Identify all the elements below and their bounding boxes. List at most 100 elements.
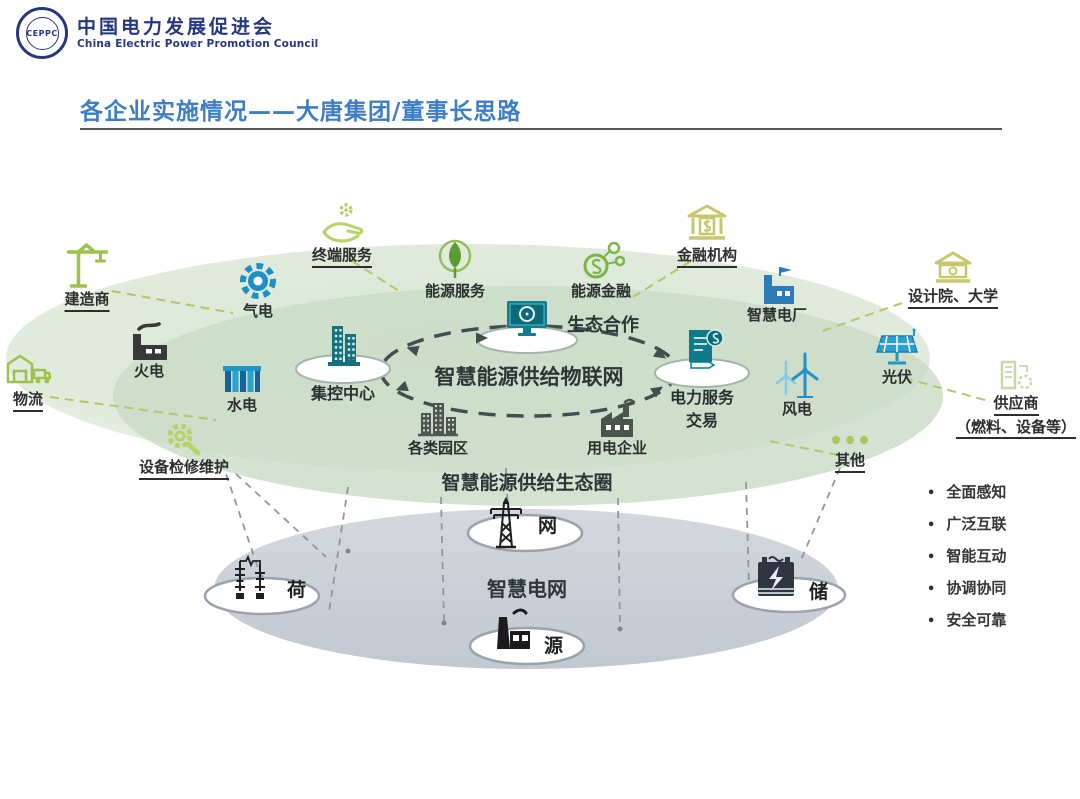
node-logistics: 物流: [5, 346, 51, 412]
node-label: 各类园区: [407, 439, 469, 457]
node-maintenance: 设备检修维护: [138, 422, 230, 480]
node-parks: 各类园区: [408, 399, 468, 459]
node-design-university: 设计院、大学: [907, 251, 999, 309]
node-thermal-power: 火电: [127, 322, 171, 382]
campus-icon: [417, 403, 458, 437]
node-sublabel: （燃料、设备等）: [955, 418, 1077, 439]
node-others: 其他: [830, 434, 870, 473]
feature-item: 全面感知: [927, 477, 1006, 509]
org-name-block: 中国电力发展促进会 China Electric Power Promotion…: [77, 16, 318, 51]
header-logo: CEPPC 中国电力发展促进会 China Electric Power Pro…: [16, 7, 318, 59]
node-label: 能源服务: [424, 282, 486, 300]
node-power-consumers: 用电企业: [587, 397, 647, 459]
bank-icon: [687, 204, 727, 240]
partner-links: [49, 260, 986, 456]
feature-list: 全面感知 广泛互联 智能互动 协调协同 安全可靠: [927, 477, 1006, 637]
node-supplier: 供应商 （燃料、设备等）: [955, 358, 1077, 439]
gear-wrench-icon: [167, 423, 201, 456]
node-label: 电力服务: [669, 388, 735, 407]
node-iot-platform: [505, 299, 549, 339]
grid-title: 智慧电网: [487, 577, 567, 601]
smart-plant-icon: [763, 267, 794, 304]
consumer-factory-icon: [600, 398, 636, 437]
source-factory-icon: [497, 608, 530, 649]
node-label: 建造商: [64, 290, 110, 312]
crane-icon: [66, 243, 108, 288]
title-underline: [80, 128, 1002, 130]
node-load: 荷: [226, 549, 306, 605]
node-label: 金融机构: [676, 246, 738, 268]
node-label: 水电: [226, 396, 257, 414]
battery-icon: [758, 556, 794, 596]
grid-ellipse: [214, 509, 838, 669]
thermal-plant-icon: [133, 322, 167, 360]
grid-node-label: 网: [538, 515, 558, 537]
node-energy-service: 能源服务: [425, 236, 485, 302]
feature-item: 智能互动: [927, 541, 1006, 573]
grid-links: [221, 461, 841, 630]
node-label: 其他: [834, 451, 865, 473]
hydro-dam-icon: [223, 366, 261, 392]
node-terminal-service: 终端服务: [311, 202, 373, 268]
ceppc-logo-text: CEPPC: [25, 16, 59, 50]
leaf-icon: [438, 239, 472, 278]
load-circuit-icon: [235, 554, 265, 599]
supplier-icon: [1000, 360, 1033, 390]
grid-node-label: 荷: [287, 579, 307, 601]
warehouse-truck-icon: [6, 354, 51, 384]
solar-panel-icon: [875, 328, 919, 365]
grid-node-label: 储: [809, 581, 829, 603]
node-label: 光伏: [881, 368, 912, 386]
eco-partner-label: 生态合作: [567, 315, 639, 336]
node-label: 能源金融: [570, 282, 632, 300]
node-wind-power: 风电: [775, 352, 819, 420]
node-label: 智慧电厂: [746, 306, 808, 324]
transmission-tower-icon: [490, 497, 522, 549]
node-builder: 建造商: [64, 242, 110, 312]
node-label: 设计院、大学: [907, 287, 999, 309]
node-grid: 网: [483, 497, 557, 549]
node-label: 终端服务: [311, 246, 373, 268]
node-energy-finance: 能源金融: [571, 238, 631, 302]
node-label: 供应商: [993, 394, 1039, 416]
node-storage: 储: [752, 551, 828, 607]
node-solar-pv: 光伏: [875, 328, 919, 388]
iot-arrowheads: [395, 332, 667, 398]
wind-turbine-icon: [775, 352, 819, 398]
node-label: 集控中心: [310, 384, 376, 403]
page-title: 各企业实施情况——大唐集团/董事长思路: [80, 99, 522, 125]
iot-title: 智慧能源供给物联网: [434, 365, 624, 389]
gear-icon: [240, 263, 276, 299]
ellipsis-icon: [832, 436, 868, 444]
hand-gear-icon: [322, 203, 364, 243]
org-name-en: China Electric Power Promotion Council: [77, 38, 319, 51]
node-label: 设备检修维护: [138, 458, 230, 480]
monitor-icon: [507, 301, 547, 336]
grid-node-label: 源: [544, 635, 564, 657]
node-label: 风电: [781, 400, 812, 418]
feature-item: 广泛互联: [927, 509, 1006, 541]
ecosystem-title: 智慧能源供给生态圈: [441, 472, 613, 494]
coins-icon: [583, 241, 625, 279]
node-hydro-power: 水电: [221, 360, 263, 416]
node-power-trade: 电力服务 交易: [670, 326, 734, 432]
node-source: 源: [487, 607, 563, 659]
ceppc-logo-icon: CEPPC: [16, 7, 68, 59]
node-label: 火电: [133, 362, 164, 380]
ecosystem-ellipse-inner: [113, 286, 943, 506]
feature-item: 协调协同: [927, 573, 1006, 605]
node-smart-plant: 智慧电厂: [747, 266, 807, 326]
node-label: 物流: [12, 390, 43, 412]
node-label: 气电: [242, 302, 273, 320]
node-label-line2: 交易: [685, 410, 719, 430]
feature-item: 安全可靠: [927, 605, 1006, 637]
trade-doc-icon: [688, 329, 724, 369]
node-control-center: 集控中心: [311, 324, 375, 405]
university-icon: [934, 251, 972, 283]
node-label: 用电企业: [586, 439, 648, 457]
node-gas-power: 气电: [239, 262, 277, 322]
node-financial-institution: 金融机构: [676, 204, 738, 268]
org-name-cn: 中国电力发展促进会: [77, 15, 276, 38]
